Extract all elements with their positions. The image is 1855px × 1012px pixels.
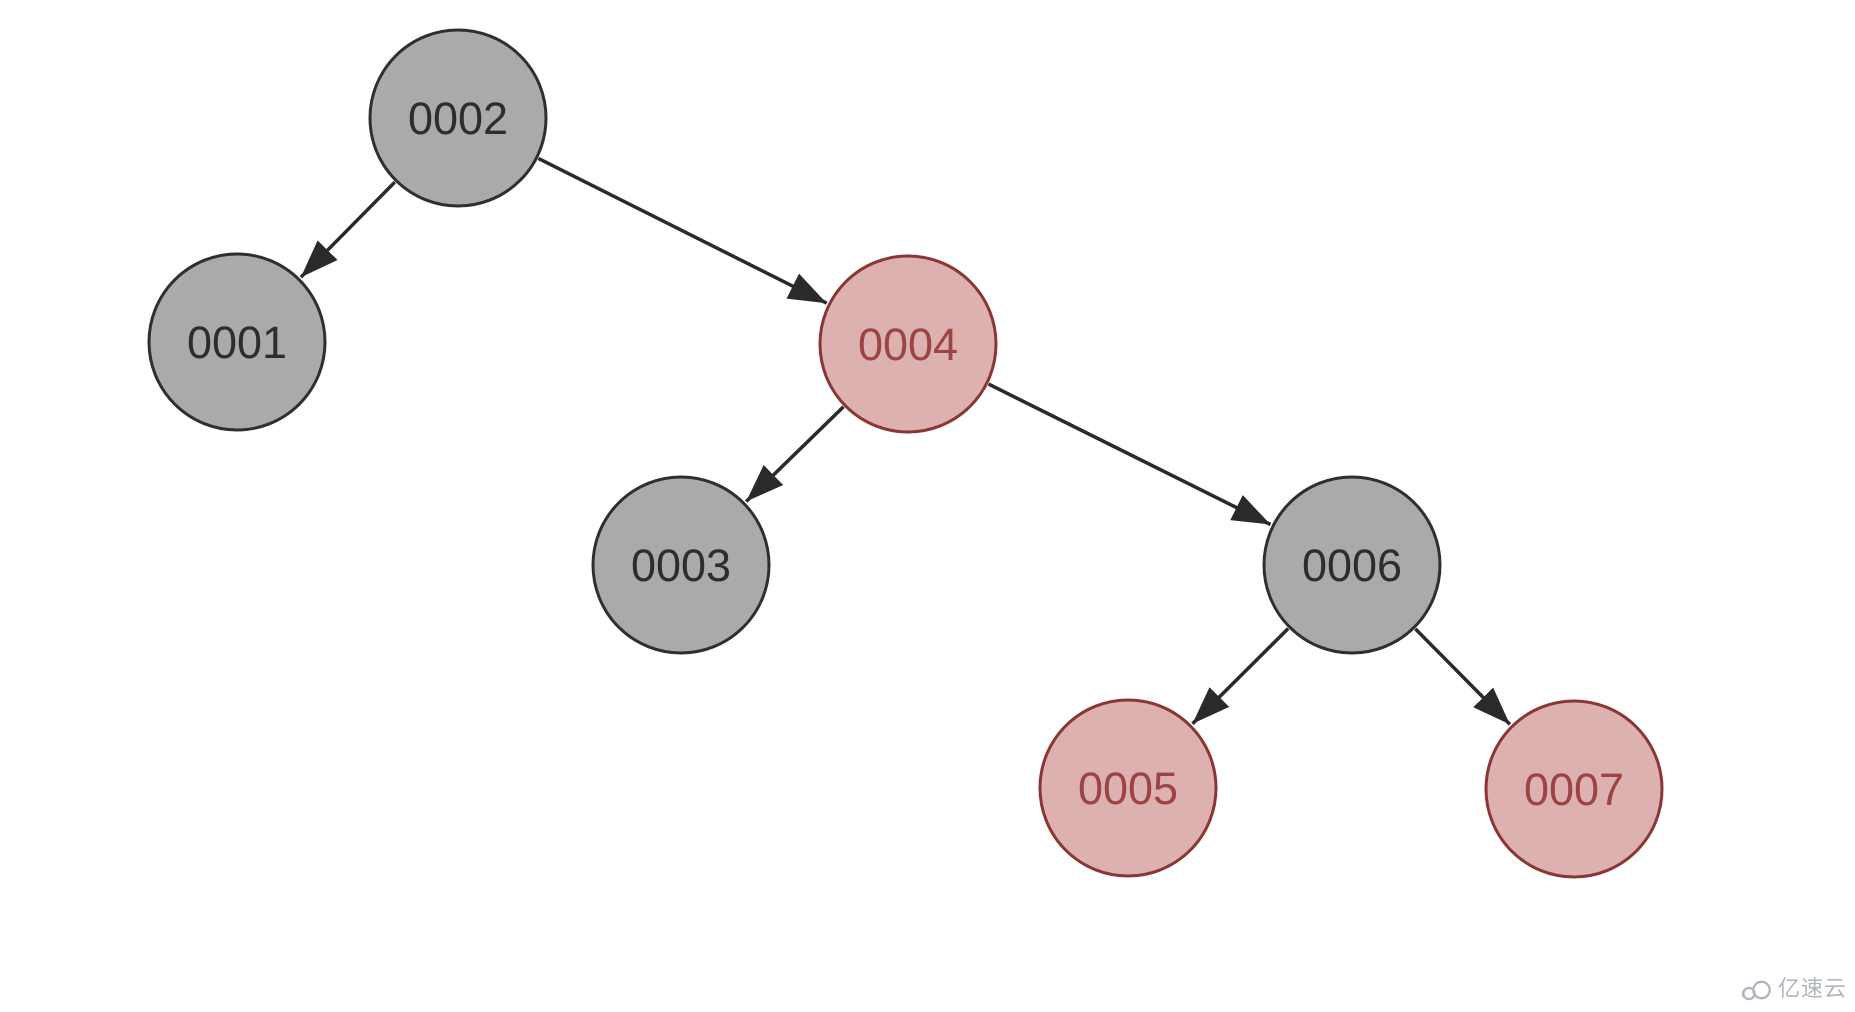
edge-0002-0001	[299, 180, 397, 279]
edge-0006-0007	[1414, 627, 1512, 726]
tree-node-0001: 0001	[147, 252, 327, 432]
tree-node-0006: 0006	[1262, 475, 1442, 655]
node-circle-black	[368, 28, 548, 208]
node-label: 0007	[1524, 764, 1624, 815]
node-circle-red	[818, 254, 998, 434]
cloud-logo-icon	[1741, 980, 1771, 1001]
tree-node-0007: 0007	[1484, 699, 1664, 879]
edge-0004-0003	[744, 405, 845, 503]
node-label: 0003	[631, 540, 731, 591]
edge-0004-0006	[987, 382, 1272, 527]
node-circle-black	[147, 252, 327, 432]
node-circle-black	[1262, 475, 1442, 655]
tree-node-0004: 0004	[818, 254, 998, 434]
node-label: 0005	[1078, 763, 1178, 814]
edge-0002-0004	[537, 156, 828, 305]
tree-node-0002: 0002	[368, 28, 548, 208]
tree-node-0003: 0003	[591, 475, 771, 655]
node-circle-red	[1038, 698, 1218, 878]
nodes-layer: 0002 0001 0004 0003 0006 0005 0007	[147, 28, 1664, 879]
watermark-text: 亿速云	[1777, 976, 1847, 1001]
node-label: 0004	[858, 319, 958, 370]
tree-node-0005: 0005	[1038, 698, 1218, 878]
node-circle-black	[591, 475, 771, 655]
watermark: 亿速云	[1740, 976, 1847, 1002]
edge-0006-0005	[1191, 627, 1290, 726]
node-circle-red	[1484, 699, 1664, 879]
node-label: 0006	[1302, 540, 1402, 591]
edges-layer	[299, 156, 1512, 726]
node-label: 0002	[408, 93, 508, 144]
node-label: 0001	[187, 317, 287, 368]
